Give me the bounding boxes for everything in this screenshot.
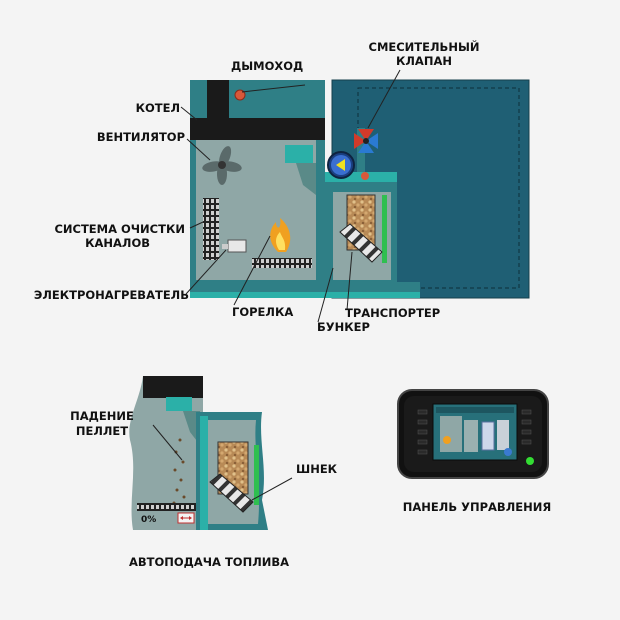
autofeed-diagram: 0% ПАДЕНИЕ ПЕЛЛЕТ ШНЕК АВТОПОДАЧА ТОПЛИВ…: [70, 376, 338, 569]
boiler-label: КОТЕЛ: [136, 101, 180, 115]
mixing-valve-label-1: СМЕСИТЕЛЬНЫЙ: [369, 39, 480, 54]
pellets-label-2: ПЕЛЛЕТ: [76, 424, 128, 438]
double-arrow-icon: [178, 513, 194, 523]
auger-label: ШНЕК: [296, 462, 338, 476]
control-panel-label: ПАНЕЛЬ УПРАВЛЕНИЯ: [403, 500, 551, 514]
autofeed-label: АВТОПОДАЧА ТОПЛИВА: [129, 555, 289, 569]
pellets-label-1: ПАДЕНИЕ: [70, 409, 134, 423]
mixing-valve-label-2: КЛАПАН: [396, 54, 452, 68]
heater-label: ЭЛЕКТРОНАГРЕВАТЕЛЬ: [34, 288, 189, 302]
burner-label: ГОРЕЛКА: [232, 305, 293, 319]
cleaning-label-1: СИСТЕМА ОЧИСТКИ: [54, 222, 185, 236]
control-panel: ПАНЕЛЬ УПРАВЛЕНИЯ: [398, 390, 551, 514]
hopper-label: БУНКЕР: [317, 320, 370, 334]
status-led: [526, 457, 534, 465]
fan-label: ВЕНТИЛЯТОР: [97, 130, 185, 144]
channel-cleaning-grate: [203, 198, 219, 260]
chimney-pipe: [207, 80, 229, 120]
cleaning-label-2: КАНАЛОВ: [85, 236, 150, 250]
conveyor-label: ТРАНСПОРТЕР: [345, 306, 440, 320]
pump-icon: [328, 152, 354, 178]
burner-grate: [252, 258, 312, 268]
chimney-label: ДЫМОХОД: [231, 59, 303, 73]
percent-label: 0%: [141, 515, 156, 525]
boiler-system: ДЫМОХОД СМЕСИТЕЛЬНЫЙ КЛАПАН КОТЕЛ ВЕНТИЛ…: [34, 39, 529, 334]
